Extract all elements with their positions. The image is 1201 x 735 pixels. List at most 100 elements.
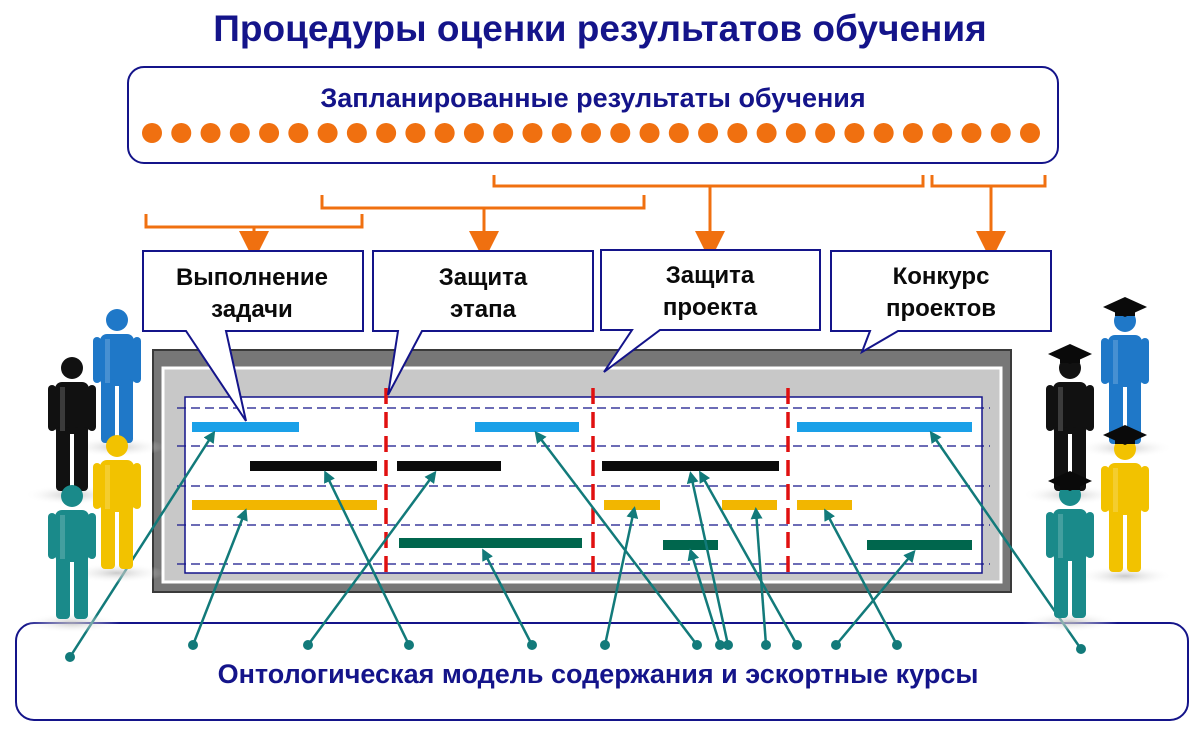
content-link-arrow bbox=[835, 549, 916, 646]
content-link-arrow bbox=[824, 508, 899, 646]
content-link-dot bbox=[404, 640, 414, 650]
content-link-dot bbox=[723, 640, 733, 650]
students-left bbox=[24, 309, 165, 633]
result-dot bbox=[815, 123, 836, 143]
content-link-arrow bbox=[324, 470, 411, 646]
planned-results-box: Запланированные результаты обучения bbox=[127, 66, 1059, 164]
content-link-dot bbox=[188, 640, 198, 650]
content-link-arrow bbox=[306, 470, 437, 646]
result-dot bbox=[317, 123, 338, 143]
callout-task-line1: Выполнение bbox=[176, 264, 328, 291]
result-dot bbox=[551, 123, 572, 143]
bar-yellow-3 bbox=[722, 500, 777, 510]
graduates-right bbox=[1022, 297, 1173, 632]
callout-contest: Конкурс проектов bbox=[830, 250, 1052, 355]
content-link-dot bbox=[792, 640, 802, 650]
page-title: Процедуры оценки результатов обучения bbox=[213, 8, 986, 49]
callout-stage-line1: Защита bbox=[439, 264, 528, 291]
result-dot bbox=[522, 123, 543, 143]
result-dot bbox=[405, 123, 426, 143]
content-link-dot bbox=[892, 640, 902, 650]
result-dot bbox=[171, 123, 192, 143]
callout-project-line2: проекта bbox=[663, 294, 758, 321]
ontology-box: Онтологическая модель содержания и эскор… bbox=[15, 622, 1189, 721]
bar-black-2 bbox=[397, 461, 501, 471]
content-link-dot bbox=[303, 640, 313, 650]
result-dot bbox=[932, 123, 953, 143]
callout-contest-line1: Конкурс bbox=[893, 263, 990, 290]
callout-project-defense: Защита проекта bbox=[600, 249, 821, 373]
bar-yellow-1 bbox=[192, 500, 377, 510]
bracket-task bbox=[144, 214, 364, 229]
content-link-dot bbox=[65, 652, 75, 662]
result-dot bbox=[346, 123, 367, 143]
content-link-dot bbox=[692, 640, 702, 650]
ontology-label: Онтологическая модель содержания и эскор… bbox=[218, 659, 979, 689]
bar-yellow-2 bbox=[604, 500, 660, 510]
result-dot bbox=[229, 123, 250, 143]
content-link-dot bbox=[600, 640, 610, 650]
result-dot bbox=[639, 123, 660, 143]
content-link-arrow bbox=[699, 470, 799, 646]
bracket-contest bbox=[930, 175, 1047, 188]
bar-green-1 bbox=[399, 538, 582, 548]
yellow-graduate-icon bbox=[1077, 425, 1173, 586]
result-dot bbox=[1020, 123, 1040, 143]
content-links bbox=[65, 430, 1086, 662]
result-dot bbox=[610, 123, 631, 143]
result-dot bbox=[873, 123, 894, 143]
bar-blue-3 bbox=[797, 422, 972, 432]
result-dot bbox=[142, 123, 162, 143]
bracket-project bbox=[492, 175, 925, 188]
bar-green-3 bbox=[867, 540, 972, 550]
result-dot bbox=[259, 123, 280, 143]
callout-task: Выполнение задачи bbox=[142, 250, 364, 422]
callout-task-line2: задачи bbox=[211, 296, 293, 323]
orange-brackets bbox=[144, 175, 1047, 261]
content-link-arrow bbox=[687, 548, 722, 646]
activity-bars bbox=[192, 422, 972, 550]
result-dot bbox=[844, 123, 865, 143]
bar-yellow-4 bbox=[797, 500, 852, 510]
callout-stage-line2: этапа bbox=[450, 296, 517, 323]
teal-graduate-icon bbox=[1022, 471, 1118, 632]
result-dot bbox=[463, 123, 484, 143]
content-link-arrow bbox=[750, 507, 768, 646]
teal-person-icon bbox=[24, 485, 120, 633]
result-dot bbox=[698, 123, 719, 143]
content-link-arrow bbox=[191, 508, 248, 646]
content-link-arrow bbox=[686, 471, 730, 646]
result-dot bbox=[376, 123, 397, 143]
bar-black-1 bbox=[250, 461, 377, 471]
result-dot bbox=[785, 123, 806, 143]
result-dot bbox=[434, 123, 455, 143]
learning-results-dots bbox=[142, 123, 1040, 143]
content-link-arrow bbox=[603, 506, 639, 646]
phase-separators bbox=[384, 388, 790, 576]
result-dot bbox=[200, 123, 221, 143]
content-link-dot bbox=[1076, 644, 1086, 654]
result-dot bbox=[756, 123, 777, 143]
content-link-dot bbox=[527, 640, 537, 650]
content-link-arrow bbox=[482, 548, 534, 646]
content-link-dot bbox=[831, 640, 841, 650]
result-dot bbox=[990, 123, 1011, 143]
callout-stage-defense: Защита этапа bbox=[372, 250, 594, 396]
planned-results-label: Запланированные результаты обучения bbox=[320, 83, 865, 113]
result-dot bbox=[288, 123, 309, 143]
result-dot bbox=[961, 123, 982, 143]
content-link-dot bbox=[761, 640, 771, 650]
result-dot bbox=[902, 123, 923, 143]
result-dot bbox=[493, 123, 514, 143]
result-dot bbox=[727, 123, 748, 143]
content-link-arrow bbox=[534, 430, 698, 646]
bar-black-3 bbox=[602, 461, 779, 471]
callout-project-line1: Защита bbox=[666, 262, 755, 289]
result-dot bbox=[581, 123, 601, 143]
callout-contest-line2: проектов bbox=[886, 295, 996, 322]
bracket-stage bbox=[320, 195, 646, 210]
content-link-dot bbox=[715, 640, 725, 650]
result-dot bbox=[668, 123, 689, 143]
bar-blue-1 bbox=[192, 422, 299, 432]
